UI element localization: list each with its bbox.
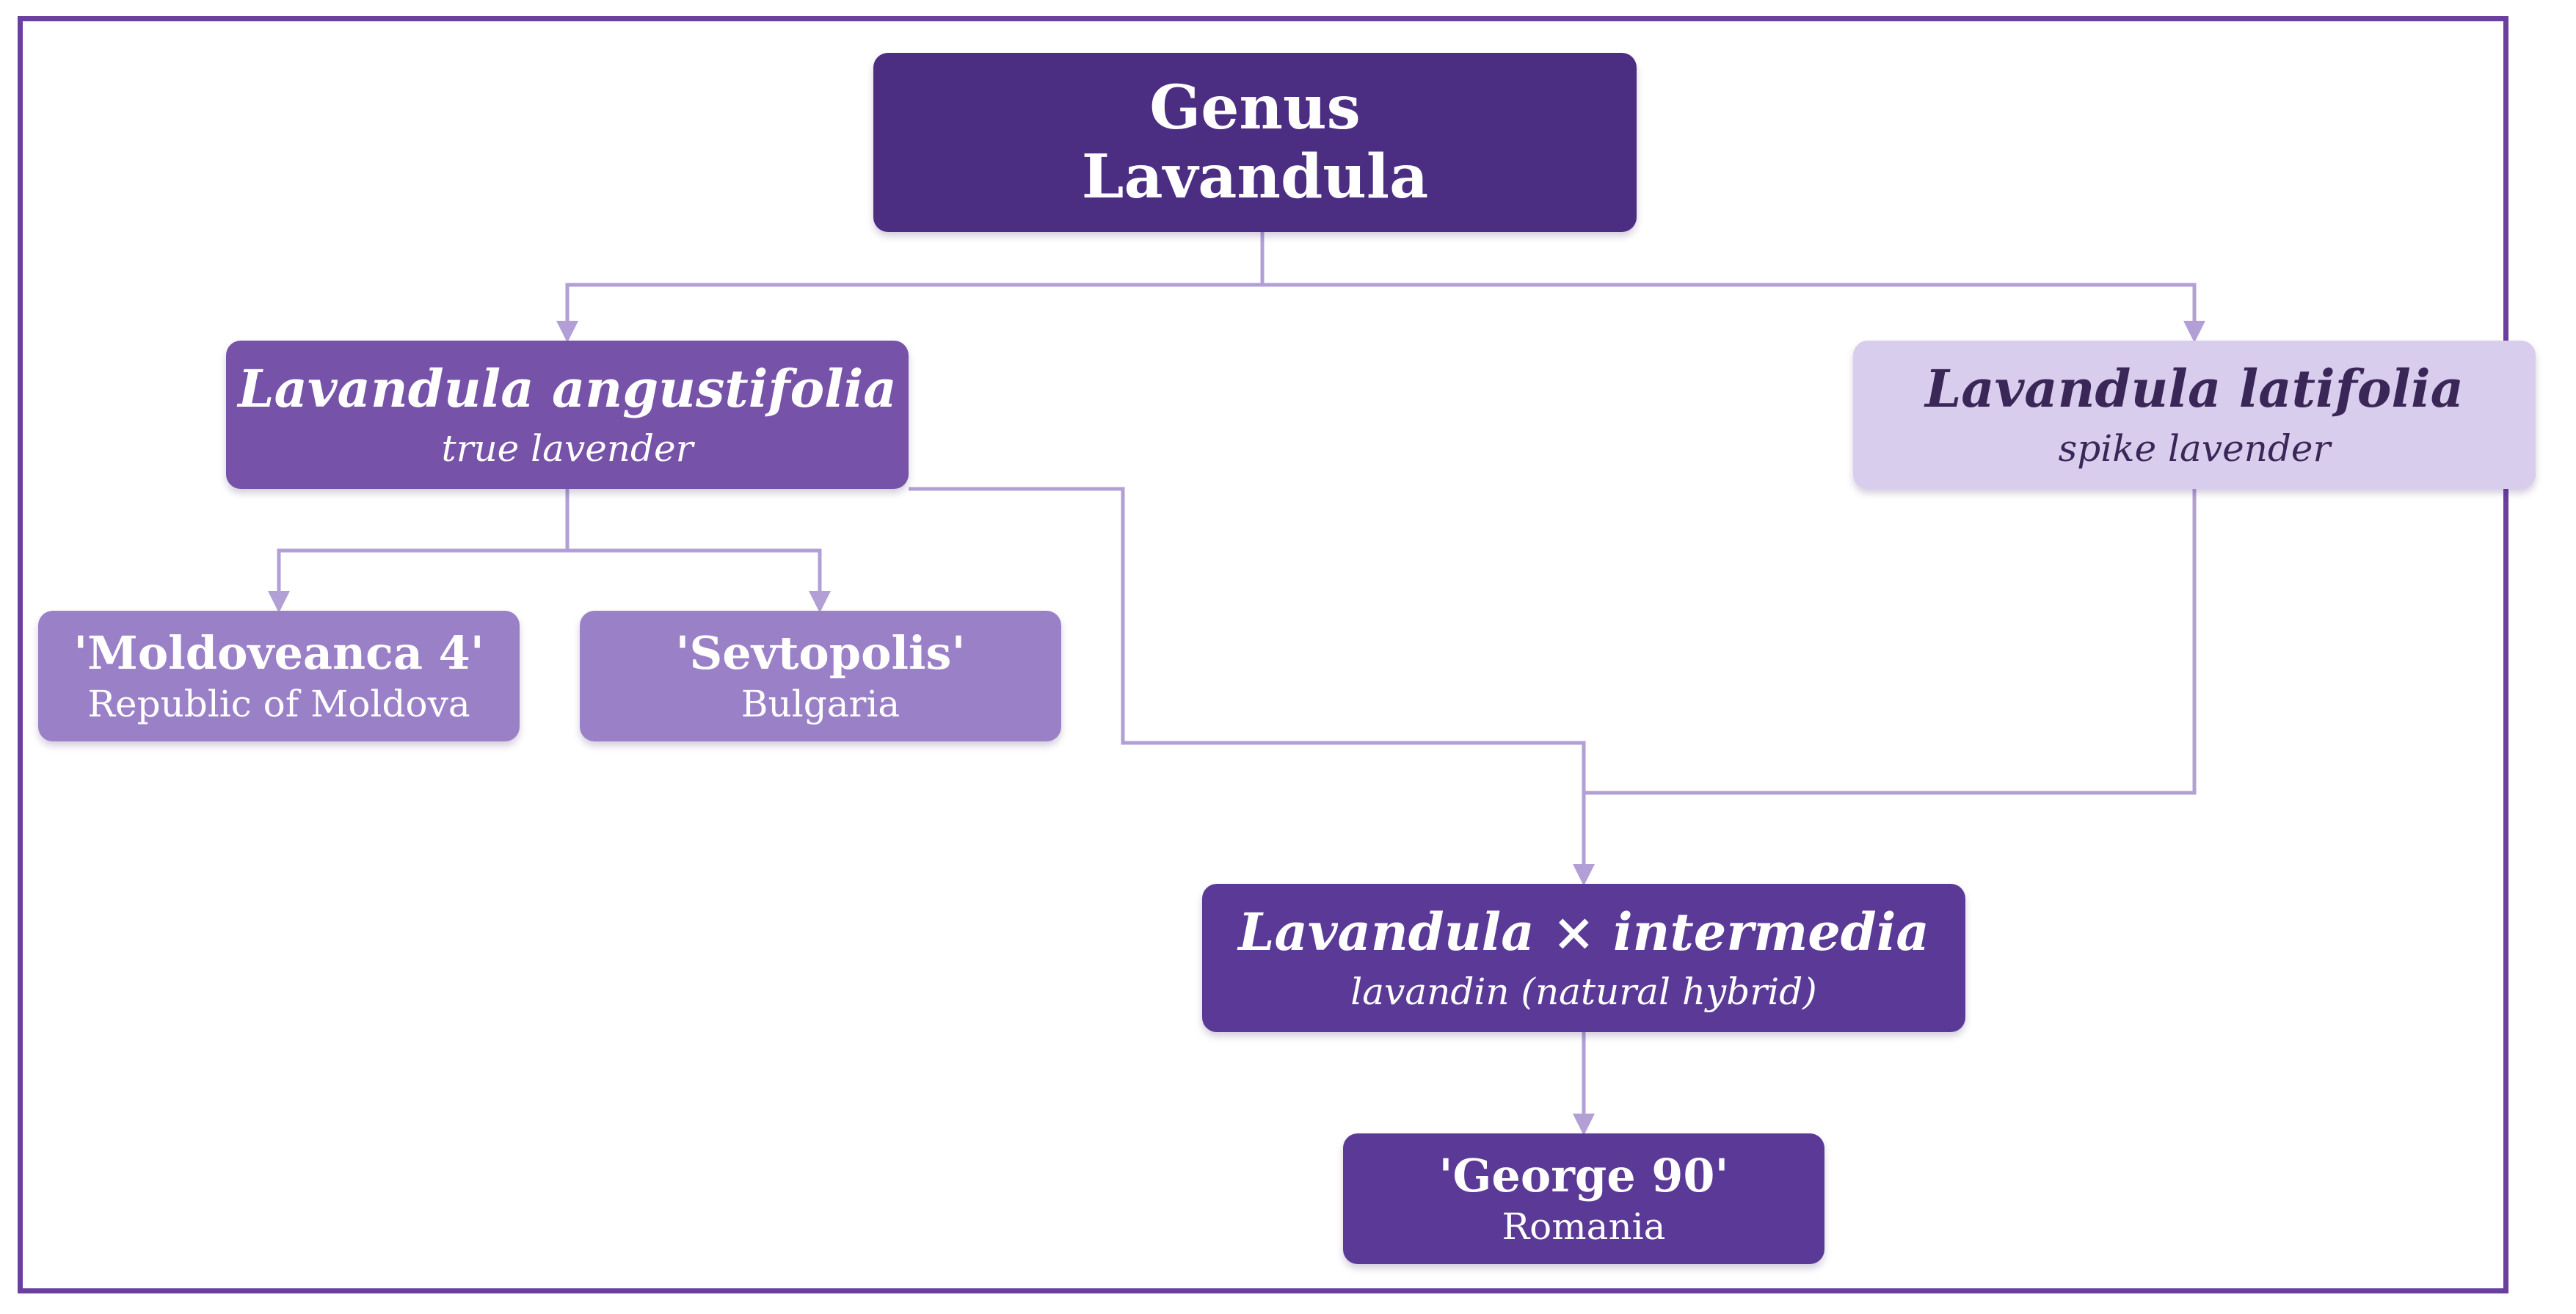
connector-root-latifolia	[1262, 283, 2205, 343]
node-lavandula-intermedia: Lavandula × intermedia lavandin (natural…	[1202, 884, 1965, 1032]
sevtopolis-name: 'Sevtopolis'	[675, 625, 966, 680]
latifolia-common-name: spike lavender	[2058, 426, 2331, 470]
connector-angustifolia-moldoveanca	[268, 489, 570, 613]
angustifolia-common-name: true lavender	[441, 426, 694, 470]
connector-angustifolia-sevtopolis	[567, 548, 831, 613]
node-lavandula-latifolia: Lavandula latifolia spike lavender	[1853, 341, 2536, 489]
node-moldoveanca-4: 'Moldoveanca 4' Republic of Moldova	[38, 611, 520, 741]
node-genus-lavandula: Genus Lavandula	[873, 53, 1637, 232]
intermedia-common-name: lavandin (natural hybrid)	[1350, 970, 1817, 1013]
moldoveanca-name: 'Moldoveanca 4'	[73, 625, 484, 680]
george-origin: Romania	[1502, 1205, 1666, 1248]
angustifolia-name: Lavandula angustifolia	[238, 358, 897, 419]
genus-label: Genus	[1149, 72, 1361, 143]
moldoveanca-origin: Republic of Moldova	[87, 682, 470, 725]
connector-root-angustifolia	[556, 232, 1265, 343]
node-lavandula-angustifolia: Lavandula angustifolia true lavender	[226, 341, 909, 489]
connector-angustifolia-intermedia	[909, 487, 1595, 886]
connector-latifolia-intermedia	[1584, 489, 2197, 795]
latifolia-name: Lavandula latifolia	[1925, 358, 2464, 419]
genus-name: Lavandula	[1081, 142, 1429, 212]
node-george-90: 'George 90' Romania	[1343, 1133, 1824, 1264]
george-name: 'George 90'	[1438, 1148, 1729, 1202]
node-sevtopolis: 'Sevtopolis' Bulgaria	[580, 611, 1061, 741]
sevtopolis-origin: Bulgaria	[741, 682, 900, 725]
intermedia-name: Lavandula × intermedia	[1238, 901, 1929, 962]
